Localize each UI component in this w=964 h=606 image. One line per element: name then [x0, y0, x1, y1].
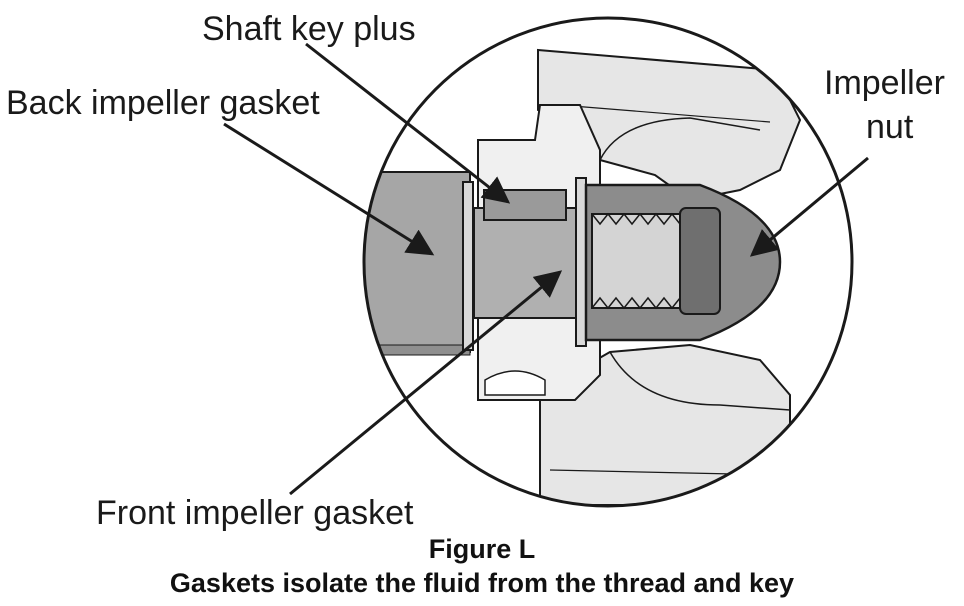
- label-back-gasket: Back impeller gasket: [6, 84, 320, 122]
- figure-caption: Gaskets isolate the fluid from the threa…: [169, 568, 795, 598]
- arrow-back-gasket: [223, 122, 435, 256]
- front-gasket: [575, 177, 587, 347]
- arrow-front-gasket: [289, 270, 563, 496]
- shaft-tip: [679, 207, 721, 315]
- arrow-shaft-key: [305, 42, 511, 204]
- label-front-gasket: Front impeller gasket: [96, 494, 414, 532]
- shaft: [364, 171, 471, 353]
- label-impeller-nut-line1: Impeller: [824, 64, 945, 102]
- shaft-extension: [473, 207, 585, 319]
- label-impeller-nut-line2: nut: [866, 108, 914, 146]
- magnifier-circle: [362, 16, 854, 508]
- thread: [591, 213, 681, 309]
- figure-label: Figure L: [428, 534, 536, 564]
- arrow-impeller-nut: [749, 156, 869, 257]
- label-shaft-key: Shaft key plus: [202, 10, 416, 48]
- back-gasket: [462, 181, 474, 351]
